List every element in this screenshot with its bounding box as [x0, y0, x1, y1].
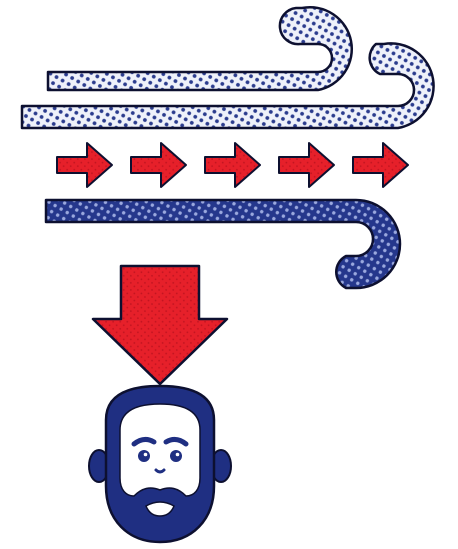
arrow-down-icon	[93, 266, 227, 384]
arrow-right-icon	[57, 143, 112, 187]
wind-icon	[22, 7, 434, 288]
arrow-right-icon	[353, 143, 408, 187]
upper-gust	[48, 7, 352, 90]
arrow-right-icon	[131, 143, 186, 187]
arrow-right-icon	[279, 143, 334, 187]
bearded-face-icon	[89, 386, 231, 542]
arrow-right-icon	[205, 143, 260, 187]
arrow-right-row	[57, 143, 408, 187]
lower-gust	[46, 200, 400, 288]
